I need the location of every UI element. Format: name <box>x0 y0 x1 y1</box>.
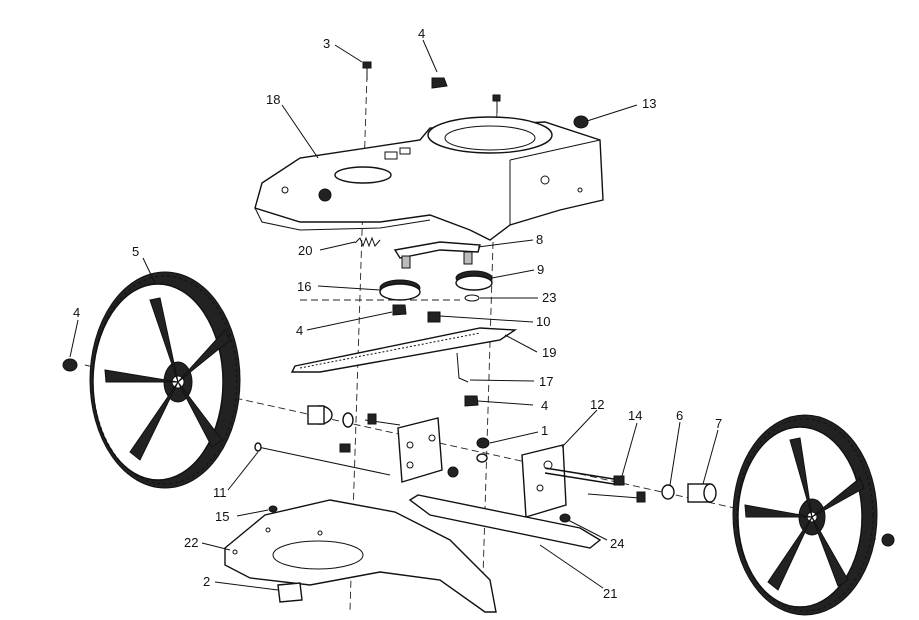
idler-bracket-8 <box>393 241 481 269</box>
right-wheel <box>732 414 878 616</box>
nut-4-pulley <box>392 304 407 316</box>
nut-1 <box>476 437 490 463</box>
deck-housing <box>254 116 604 241</box>
callout-9: 9 <box>537 262 544 277</box>
callout-16: 16 <box>297 279 311 294</box>
drive-belt-19 <box>290 327 518 373</box>
washer-6 <box>661 484 675 500</box>
bolt-upper <box>492 94 501 113</box>
callout-2: 2 <box>203 574 210 589</box>
callout-23: 23 <box>542 290 556 305</box>
guard-21 <box>408 494 602 549</box>
rod-11 <box>254 442 391 476</box>
bracket-2 <box>277 582 303 603</box>
washer-23 <box>464 294 480 302</box>
callout-4-left: 4 <box>73 305 80 320</box>
nut-4-mid <box>464 395 479 407</box>
callout-4-mid: 4 <box>541 398 548 413</box>
callout-10: 10 <box>536 314 550 329</box>
callout-22: 22 <box>184 535 198 550</box>
spring-20 <box>354 236 381 248</box>
callout-17: 17 <box>539 374 553 389</box>
nut-4-left <box>62 358 78 372</box>
callout-11: 11 <box>213 485 227 500</box>
washer-left <box>342 412 354 428</box>
pulley-9 <box>455 270 493 291</box>
bushing-left <box>307 405 333 425</box>
callout-19: 19 <box>542 345 556 360</box>
lower-deck-22 <box>224 499 497 613</box>
pulley-16 <box>379 279 421 301</box>
callout-24: 24 <box>610 536 624 551</box>
leader-lines <box>69 39 719 591</box>
nut-right <box>881 533 895 547</box>
nut-4-top <box>431 77 448 89</box>
callout-3: 3 <box>323 36 330 51</box>
right-bracket-12 <box>521 444 567 518</box>
nut-24 <box>559 513 571 523</box>
callout-8: 8 <box>536 232 543 247</box>
callout-12: 12 <box>590 397 604 412</box>
screw-15 <box>268 505 278 513</box>
left-bracket <box>397 417 443 483</box>
screw-3 <box>362 61 372 80</box>
callout-7: 7 <box>715 416 722 431</box>
callout-21: 21 <box>603 586 617 601</box>
callout-4-top: 4 <box>418 26 425 41</box>
callout-4-pulley: 4 <box>296 323 303 338</box>
small-nut-lower <box>447 466 459 478</box>
callout-13: 13 <box>642 96 656 111</box>
nut-13 <box>573 115 589 129</box>
callout-5: 5 <box>132 244 139 259</box>
bushing-7 <box>687 483 717 503</box>
left-wheel-5 <box>89 271 241 489</box>
callout-15: 15 <box>215 509 229 524</box>
callout-14: 14 <box>628 408 642 423</box>
callout-1: 1 <box>541 423 548 438</box>
callout-labels: 3 4 18 13 20 8 5 16 9 23 4 10 4 19 17 4 … <box>73 26 722 601</box>
callout-18: 18 <box>266 92 280 107</box>
rod-17 <box>456 352 469 383</box>
callout-20: 20 <box>298 243 312 258</box>
bolt-lower <box>587 491 646 503</box>
bolt-10 <box>427 311 441 323</box>
axle-bolt-left <box>364 413 401 426</box>
callout-6: 6 <box>676 408 683 423</box>
axle-shaft-14 <box>544 467 625 486</box>
